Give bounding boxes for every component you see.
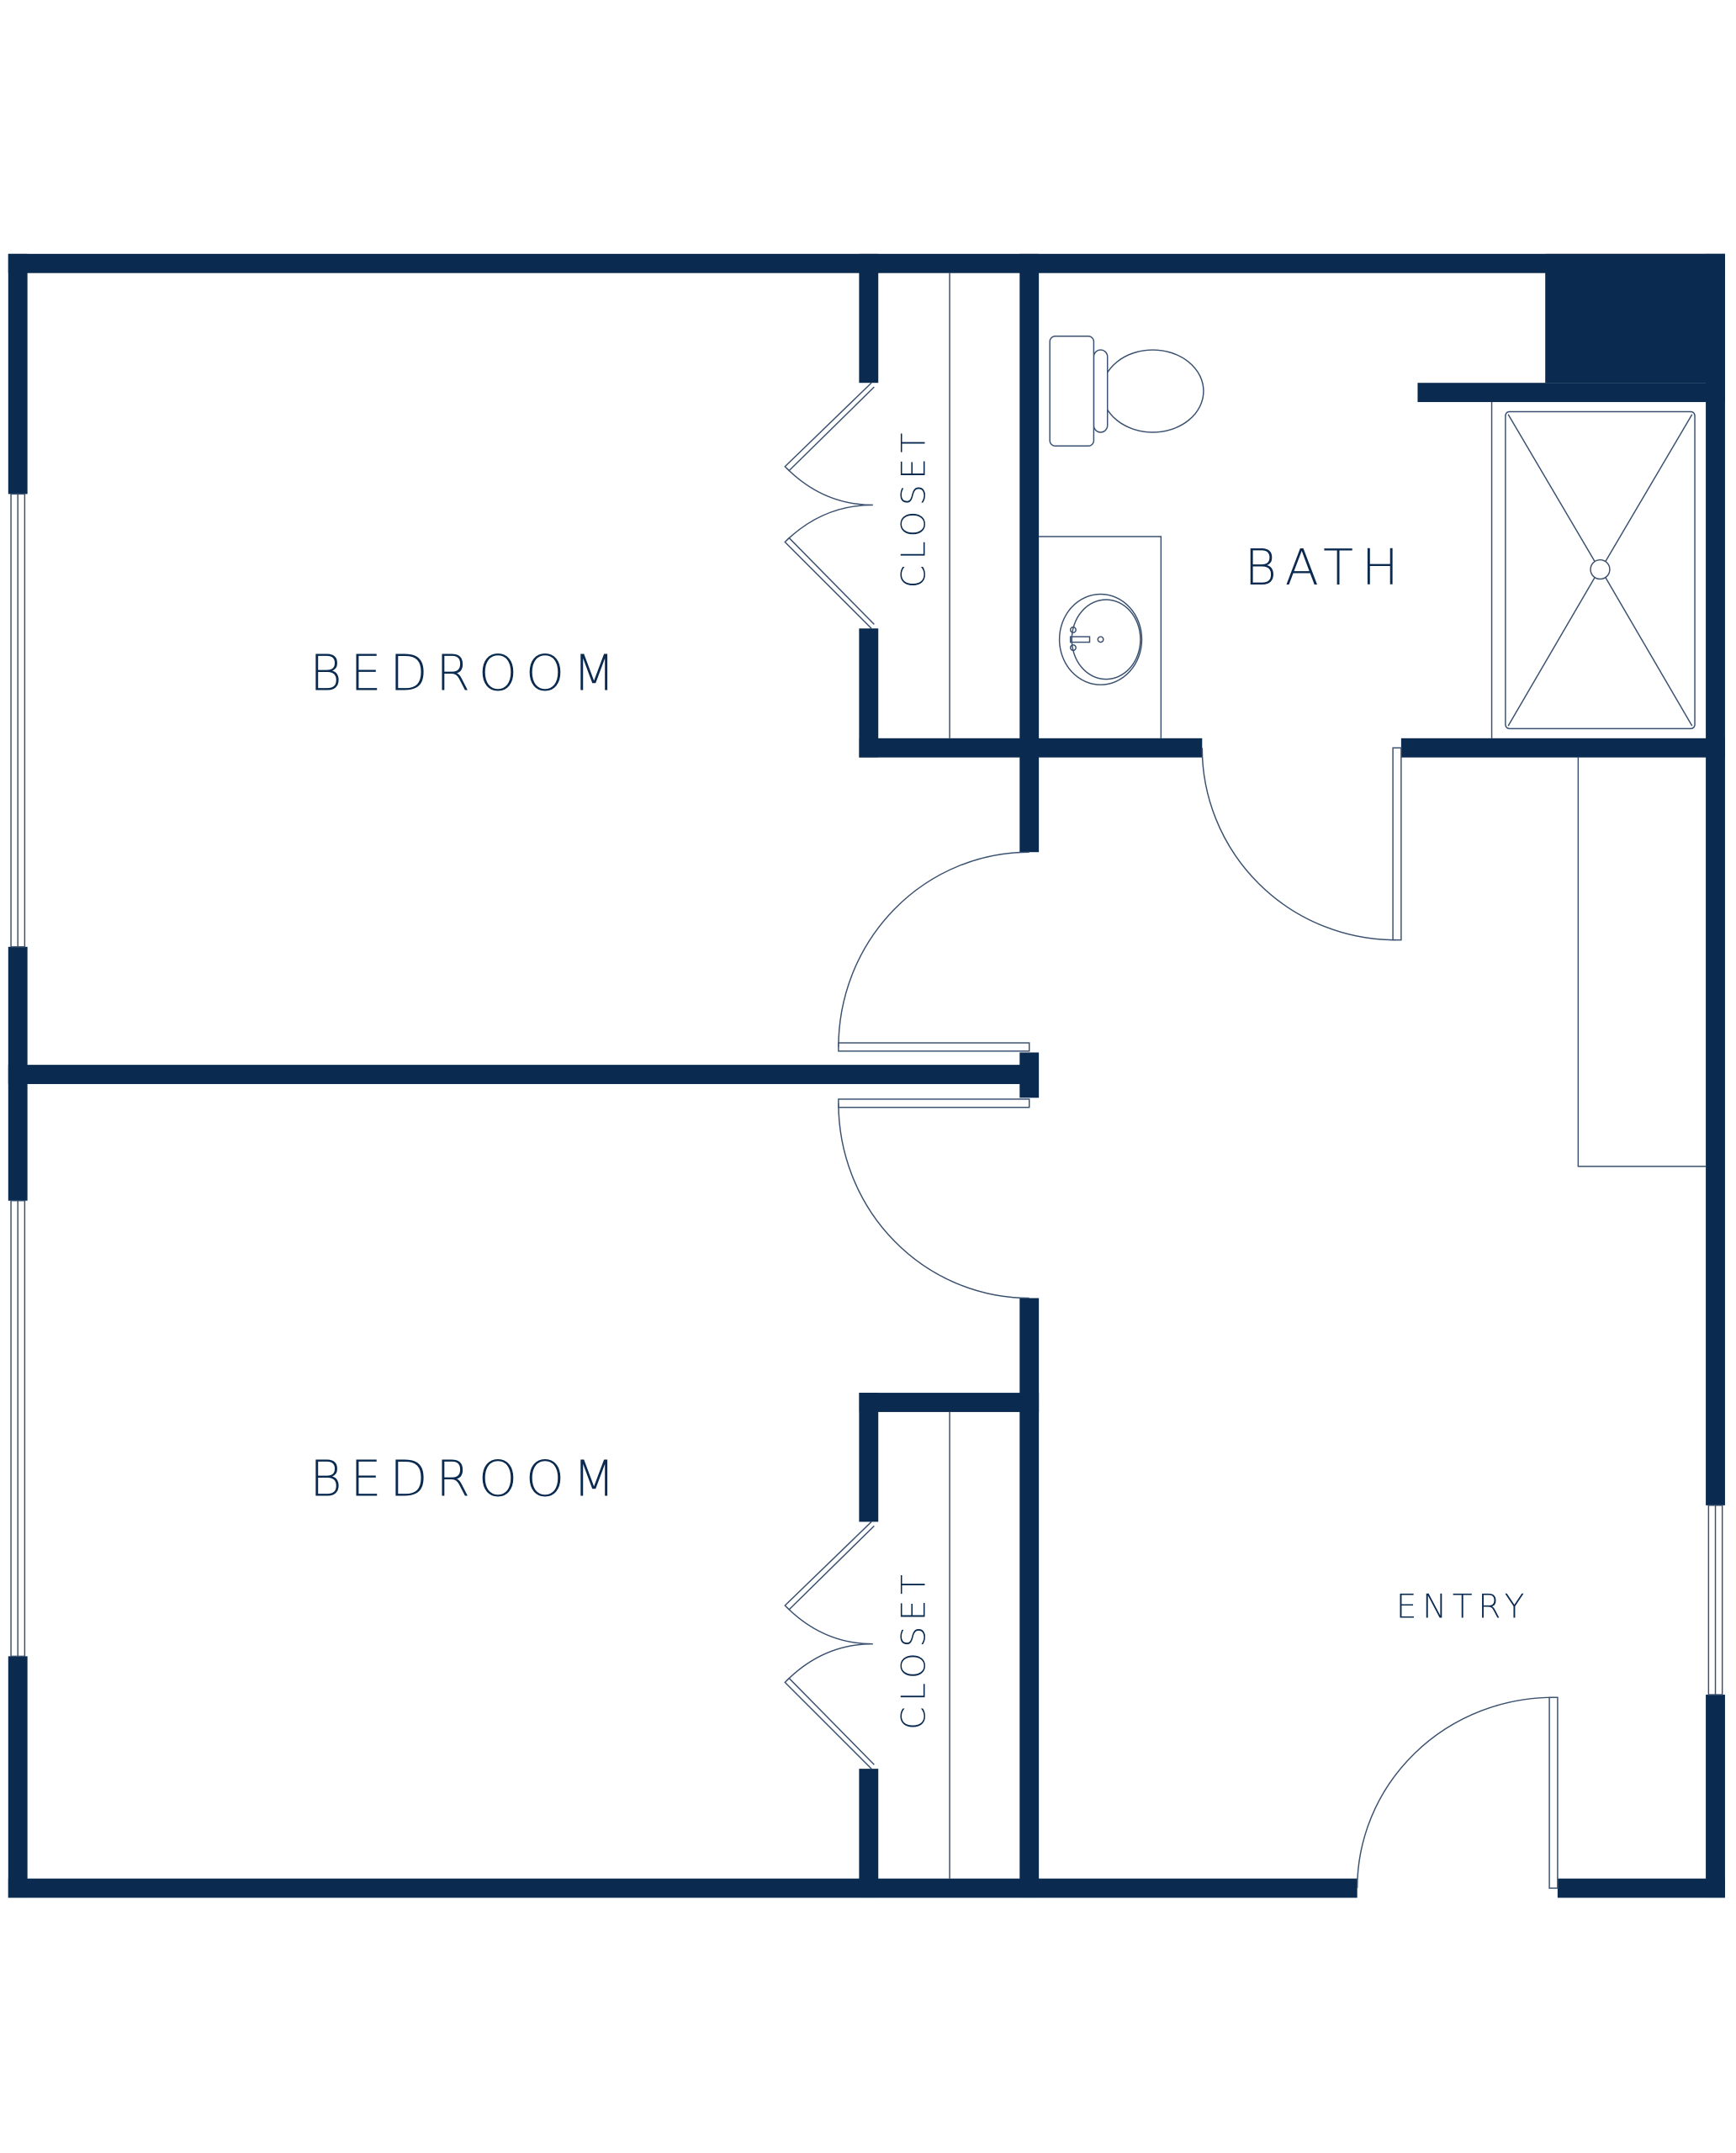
label-bedroom-bottom: BEDROOM xyxy=(310,1449,623,1507)
bath-door-panel xyxy=(1392,747,1402,941)
label-bath: BATH xyxy=(1245,538,1407,596)
shower-icon xyxy=(1490,402,1696,738)
bedroom-bottom-door-swing xyxy=(838,1103,1029,1299)
closet-bottom-top-wall xyxy=(859,1393,1040,1412)
room-labels: BEDROOM BEDROOM CLOSET CLOSET BATH ENTRY xyxy=(310,427,1530,1730)
doors xyxy=(784,382,1559,1889)
fixtures xyxy=(949,272,1707,1879)
entry-door-panel xyxy=(1548,1696,1559,1889)
label-closet-top: CLOSET xyxy=(896,427,934,588)
bedroom-top-door-panel xyxy=(838,1042,1030,1052)
sink-icon xyxy=(1058,593,1143,685)
closet-top-bifold-door xyxy=(784,382,875,629)
closet-top-left-wall xyxy=(859,253,879,384)
bedroom-divider-wall xyxy=(8,1065,1029,1084)
closet-bottom-left-wall xyxy=(859,1769,879,1898)
bath-door-swing xyxy=(1201,748,1396,941)
shower-drain-icon xyxy=(1590,558,1611,580)
windows xyxy=(10,493,1723,1695)
closet-bottom-left-wall xyxy=(859,1393,879,1522)
label-entry: ENTRY xyxy=(1396,1589,1530,1627)
bath-corner-block xyxy=(1545,253,1725,384)
bedroom-top-door-swing xyxy=(838,851,1029,1047)
closet-bottom-bifold-door xyxy=(784,1521,875,1769)
bottom-exterior-wall xyxy=(8,1878,1358,1898)
closet-top-left-wall xyxy=(859,628,879,758)
bath-bottom-wall xyxy=(1400,738,1725,758)
label-closet-bottom: CLOSET xyxy=(896,1569,934,1730)
bottom-exterior-wall xyxy=(1557,1878,1725,1898)
right-exterior-wall xyxy=(1706,253,1725,1505)
left-exterior-wall xyxy=(8,1656,28,1898)
right-exterior-wall xyxy=(1706,1695,1725,1898)
corridor-wall xyxy=(1019,253,1040,853)
entry-door-swing xyxy=(1356,1696,1553,1889)
left-exterior-wall xyxy=(8,253,28,495)
corridor-wall xyxy=(1019,1298,1040,1898)
bedroom-bottom-door-panel xyxy=(838,1098,1030,1108)
label-bedroom-top: BEDROOM xyxy=(310,644,623,702)
entry-closet-outline xyxy=(1577,757,1707,1167)
bath-ledge-wall xyxy=(1417,383,1725,403)
vanity-counter xyxy=(1039,536,1162,738)
walls xyxy=(8,253,1725,1898)
toilet-icon xyxy=(1049,336,1204,447)
